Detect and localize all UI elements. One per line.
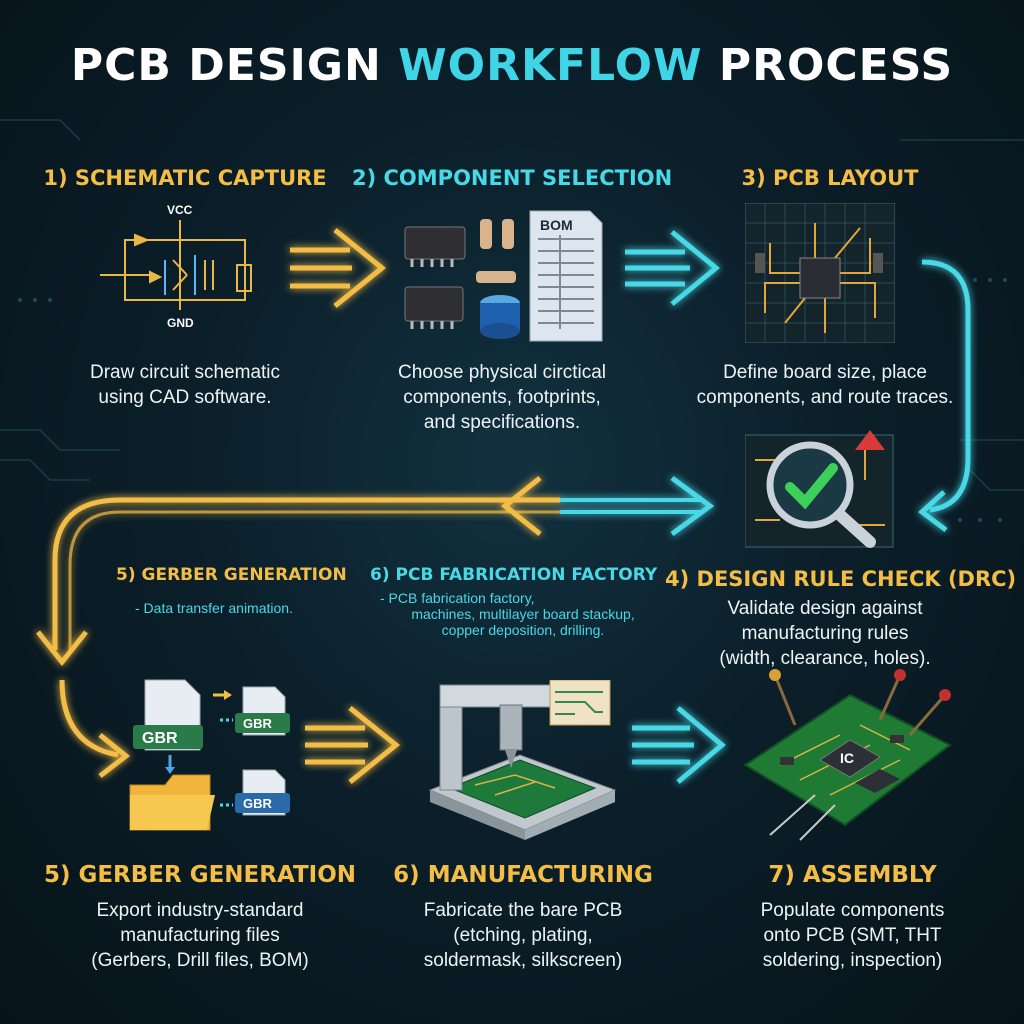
arrow-3-to-4	[918, 259, 971, 532]
step6-description: Fabricate the bare PCB (etching, plating…	[378, 898, 668, 973]
step2-heading: 2) COMPONENT SELECTION	[352, 166, 673, 190]
gbr-label-2: GBR	[243, 716, 273, 731]
step4-desc-line2: manufacturing rules	[741, 623, 909, 644]
step1-heading: 1) SCHEMATIC CAPTURE	[43, 166, 327, 190]
gbr-label-3: GBR	[243, 796, 273, 811]
background-traces	[0, 119, 1024, 491]
gbr-label-main: GBR	[142, 730, 178, 747]
title-part2: PROCESS	[702, 40, 954, 91]
vcc-label: VCC	[167, 203, 193, 217]
step7-desc-line3: soldering, inspection)	[762, 950, 943, 971]
fab-mid-desc-line3: copper deposition, drilling.	[441, 622, 605, 638]
capacitor-icon	[480, 295, 520, 339]
chip-icon	[404, 226, 466, 329]
step5-desc-line1: Export industry-standard	[96, 900, 304, 921]
step7-heading: 7) ASSEMBLY	[768, 862, 937, 888]
components-icon: BOM	[404, 210, 603, 342]
cnc-machine-icon	[428, 680, 617, 840]
step4-desc-line3: (width, clearance, holes).	[719, 648, 931, 669]
step7-desc-line1: Populate components	[760, 900, 945, 921]
fab-mid-description: - PCB fabrication factory, machines, mul…	[378, 590, 668, 638]
pcb-layout-icon	[745, 203, 895, 343]
step4-desc-line1: Validate design against	[727, 598, 923, 619]
fab-mid-heading: 6) PCB FABRICATION FACTORY	[370, 565, 658, 585]
step1-description: Draw circuit schematic using CAD softwar…	[40, 360, 330, 410]
step4-description: Validate design against manufacturing ru…	[665, 596, 985, 671]
step1-desc-line1: Draw circuit schematic	[89, 362, 281, 383]
step2-desc-line2: components, footprints,	[403, 387, 601, 408]
arrow-5-to-6	[305, 706, 400, 784]
gerber-mid-desc: - Data transfer animation.	[135, 600, 293, 616]
assembled-pcb-icon: IC	[743, 669, 952, 841]
step3-description: Define board size, place components, and…	[660, 360, 990, 410]
step1-desc-line2: using CAD software.	[98, 387, 272, 408]
arrow-2-to-3	[625, 230, 720, 306]
title-highlight: WORKFLOW	[398, 40, 703, 91]
gerber-mid-heading: 5) GERBER GENERATION	[116, 565, 347, 585]
step4-heading: 4) DESIGN RULE CHECK (DRC)	[665, 567, 1017, 591]
step5-desc-line3: (Gerbers, Drill files, BOM)	[91, 950, 309, 971]
step2-desc-line3: and specifications.	[423, 412, 581, 433]
magnifier-check-icon	[745, 430, 894, 548]
gerber-files-icon: GBR GBR GBR	[129, 679, 290, 831]
schematic-icon: VCC GND	[100, 203, 252, 330]
step2-desc-line1: Choose physical circtical	[397, 362, 607, 383]
title-part1: PCB DESIGN	[70, 40, 399, 91]
step5-heading: 5) GERBER GENERATION	[43, 862, 357, 888]
gnd-label: GND	[167, 316, 194, 330]
page-title: PCB DESIGN WORKFLOW PROCESS	[0, 40, 1024, 91]
step3-desc-line1: Define board size, place	[723, 362, 927, 383]
arrow-4-to-5	[36, 475, 715, 778]
arrow-6-to-7	[632, 706, 726, 784]
step3-heading: 3) PCB LAYOUT	[741, 166, 919, 190]
step6-desc-line3: soldermask, silkscreen)	[423, 950, 623, 971]
fab-mid-desc-line2: machines, multilayer board stackup,	[411, 606, 635, 622]
step7-desc-line2: onto PCB (SMT, THT	[763, 925, 942, 946]
bom-label: BOM	[540, 217, 573, 233]
fab-mid-desc-line1: - PCB fabrication factory,	[380, 590, 535, 606]
step5-desc-line2: manufacturing files	[120, 925, 280, 946]
arrow-1-to-2	[290, 228, 386, 308]
resistor-icon	[476, 219, 516, 283]
step2-description: Choose physical circtical components, fo…	[352, 360, 652, 435]
ic-label: IC	[840, 750, 854, 766]
step6-heading: 6) MANUFACTURING	[393, 862, 653, 888]
step6-desc-line2: (etching, plating,	[453, 925, 593, 946]
step3-desc-line2: components, and route traces.	[696, 387, 954, 408]
bom-document-icon	[529, 210, 603, 342]
step5-description: Export industry-standard manufacturing f…	[30, 898, 370, 973]
background-dots	[18, 278, 1007, 522]
step6-desc-line1: Fabricate the bare PCB	[423, 900, 623, 921]
step7-description: Populate components onto PCB (SMT, THT s…	[700, 898, 1005, 973]
